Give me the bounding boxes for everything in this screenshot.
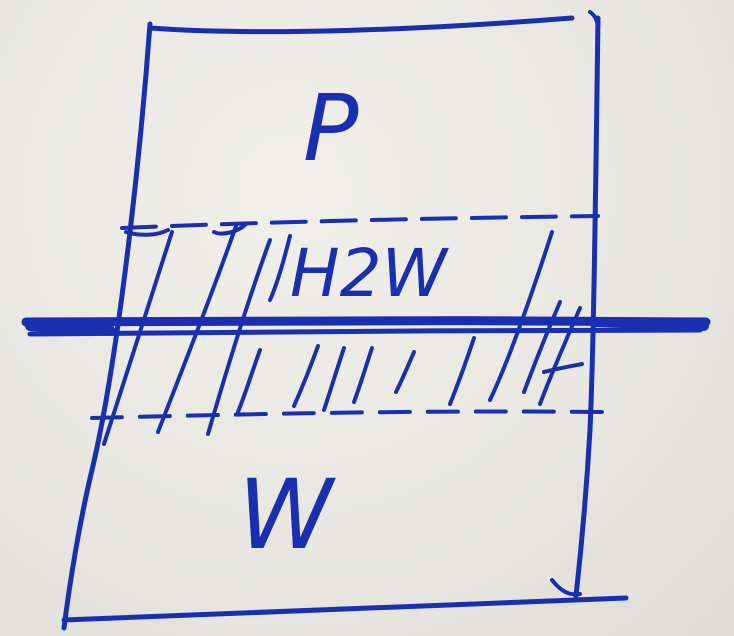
hatch-stroke — [450, 338, 474, 404]
hatch-stroke — [396, 352, 414, 392]
hatch-stroke — [238, 350, 260, 412]
container-bottom-edge — [64, 598, 626, 620]
top-region-label: P — [303, 75, 359, 182]
hatch-stroke — [158, 226, 236, 432]
lower-dashed-boundary — [92, 411, 606, 418]
hatch-stroke — [524, 302, 560, 392]
hatch-stroke — [354, 348, 372, 402]
bottom-region-label: W — [238, 459, 336, 571]
container-top-edge — [150, 18, 572, 32]
thick-line-right-blob — [596, 322, 704, 326]
hatch-stroke — [544, 364, 582, 372]
hatch-stroke — [294, 346, 318, 406]
hatch-stroke — [490, 232, 552, 400]
middle-region-label: H2W — [290, 235, 450, 312]
hatch-stroke — [270, 236, 290, 300]
upper-dashed-boundary — [122, 216, 598, 228]
thick-crossing-line-double — [30, 330, 700, 334]
hatch-stroke — [324, 348, 344, 410]
thick-line-left-blob — [30, 326, 110, 330]
